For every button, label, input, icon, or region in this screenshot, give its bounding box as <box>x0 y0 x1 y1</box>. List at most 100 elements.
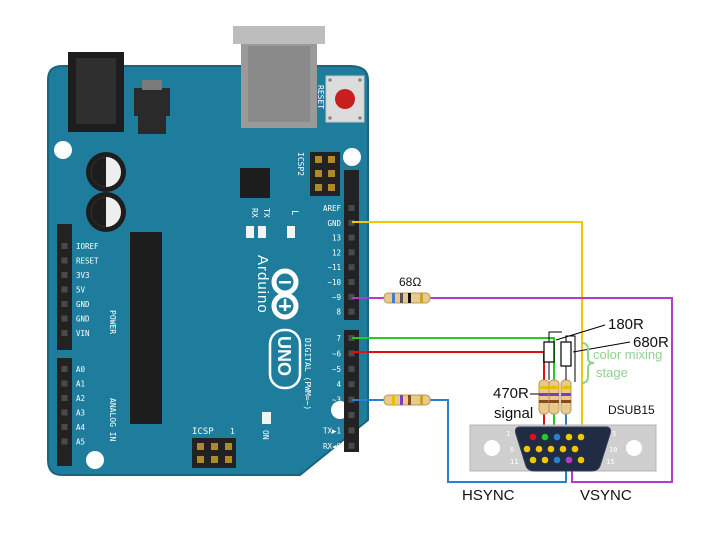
mounting-hole <box>86 451 104 469</box>
red-wire <box>352 351 545 382</box>
header-pin <box>348 396 355 403</box>
color-mixing-brace <box>581 342 595 384</box>
header-pin <box>61 409 68 416</box>
stage-label: stage <box>596 365 628 380</box>
l-label: L <box>289 210 299 215</box>
pin-label: GND <box>76 315 90 324</box>
resistor-68 <box>383 292 431 304</box>
digital-label: DIGITAL (PWM=~) <box>303 338 312 410</box>
pin-label: 8 <box>336 308 341 317</box>
color-mixing-label: color mixing <box>593 347 662 362</box>
capacitor <box>86 192 126 232</box>
pin-label: ~10 <box>327 278 341 287</box>
uno-label: UNO <box>274 336 294 376</box>
header-pin <box>61 438 68 445</box>
icsp2-header <box>310 152 340 196</box>
usb-chip <box>240 168 270 198</box>
header-pin <box>61 380 68 387</box>
capacitor <box>86 152 126 192</box>
header-pin <box>61 243 68 249</box>
connector-pin <box>535 445 543 453</box>
reset-label: RESET <box>316 85 325 109</box>
icsp-header <box>192 438 236 468</box>
pin-label: GND <box>76 300 90 309</box>
pin-label: A5 <box>76 438 85 447</box>
right-headers <box>344 170 359 452</box>
dsub15-connector <box>469 424 657 472</box>
header-pin <box>61 315 68 322</box>
vsync-wire <box>352 297 673 483</box>
digital-header-bottom <box>344 330 359 452</box>
header-pin <box>348 234 355 241</box>
header-pin <box>348 412 355 418</box>
pin-5-label: 5 <box>612 430 616 438</box>
header-pin <box>61 257 68 264</box>
connector-pin <box>565 456 573 464</box>
arduino-wordmark: Arduino <box>254 255 271 314</box>
pin-10-label: 10 <box>609 446 617 454</box>
l-led <box>287 226 295 238</box>
reset-button[interactable] <box>325 75 365 123</box>
header-pin <box>61 301 68 307</box>
connector-pin <box>529 433 537 441</box>
header-pin <box>61 286 68 293</box>
pin-11-label: 11 <box>510 458 518 466</box>
connector-pin <box>565 433 573 441</box>
header-pin <box>348 350 355 357</box>
connector-pin <box>577 456 585 464</box>
arduino-logo <box>271 268 299 320</box>
signal-label: signal <box>494 405 533 422</box>
icsp-pin1-label: 1 <box>230 427 235 436</box>
dsub15-label: DSUB15 <box>608 403 655 417</box>
hsync-label: HSYNC <box>462 487 515 504</box>
header-pin <box>61 366 68 372</box>
power-jack <box>68 52 124 132</box>
analog-label: ANALOG IN <box>108 398 117 442</box>
header-pin <box>348 335 355 341</box>
resistor-hsync <box>383 394 431 406</box>
pin-label: AREF <box>323 204 342 213</box>
header-pin <box>348 264 355 271</box>
uno-badge <box>268 328 302 390</box>
pin-label: 12 <box>332 248 341 257</box>
pin-label: ~6 <box>332 349 342 358</box>
header-pin <box>61 272 68 278</box>
pin-label: VIN <box>76 329 90 338</box>
connector-pin <box>553 433 561 441</box>
pin-label: 2 <box>336 411 341 420</box>
microcontroller-chip <box>130 232 162 424</box>
pin-1-label: 1 <box>506 430 510 438</box>
pin-label: 5V <box>76 286 86 295</box>
digital-header-top <box>344 170 359 320</box>
pin-6-label: 6 <box>510 446 514 454</box>
pin-label: GND <box>327 219 341 228</box>
pin-label: 13 <box>332 234 341 243</box>
connector-pin <box>529 456 537 464</box>
connector-pin <box>577 433 585 441</box>
usb-connector <box>233 26 325 128</box>
pin-label: TX▶1 <box>323 426 341 435</box>
vsync-label: VSYNC <box>580 487 632 504</box>
resistor-470-stack <box>538 379 572 415</box>
connector-pin <box>571 445 579 453</box>
pin-label: A0 <box>76 365 86 374</box>
mounting-hole <box>343 148 361 166</box>
header-pin <box>348 308 355 315</box>
power-label: POWER <box>108 310 117 334</box>
rx-label: RX <box>250 208 259 218</box>
connector-pin <box>541 456 549 464</box>
icsp2-label: ICSP2 <box>296 152 305 176</box>
pin-label: ~3 <box>332 396 341 405</box>
pin-label: A2 <box>76 394 85 403</box>
resistor-68-label: 68Ω <box>399 275 421 289</box>
header-pin <box>348 249 355 256</box>
connector-pin <box>547 445 555 453</box>
pin-label: RX◀0 <box>323 442 342 451</box>
connector-pin <box>553 456 561 464</box>
pin-label: ~5 <box>332 365 341 374</box>
gnd-wire <box>352 221 583 438</box>
